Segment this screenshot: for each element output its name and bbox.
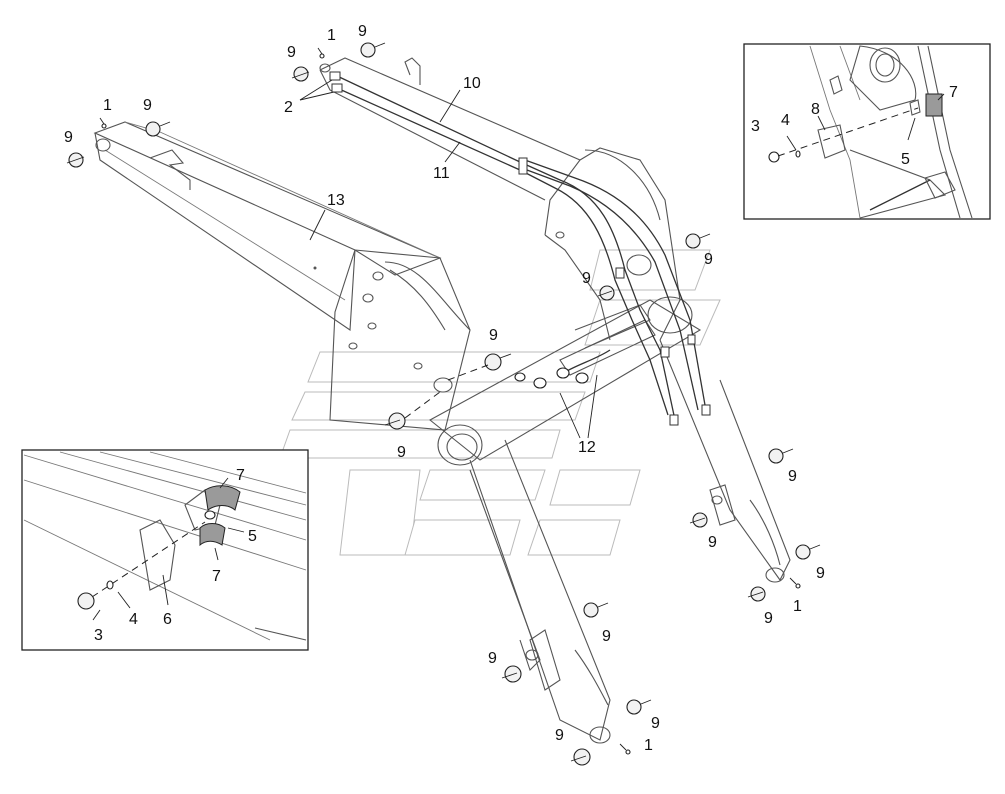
inset-ur-callout-7: 7 xyxy=(949,84,958,101)
callout-9-right-c: 9 xyxy=(708,534,717,551)
main-callouts: 1 9 9 2 10 11 1 9 9 13 9 9 9 9 12 9 9 9 … xyxy=(64,23,825,754)
pins-1 xyxy=(99,47,801,755)
callout-9-center-a: 9 xyxy=(582,270,591,287)
inset-ur-callout-8: 8 xyxy=(811,101,820,118)
callout-12: 12 xyxy=(578,439,596,456)
inset-ll-callout-7-bottom: 7 xyxy=(212,568,221,585)
inset-ur-callout-3: 3 xyxy=(751,118,760,135)
inset-detail-upper-right: 3 4 8 7 5 xyxy=(743,43,991,220)
callout-9-right-a: 9 xyxy=(704,251,713,268)
bushing-9-c xyxy=(66,152,85,168)
callout-9-bottom-d: 9 xyxy=(555,727,564,744)
right-boom-arm xyxy=(319,57,681,341)
inset-ll-callout-7-top: 7 xyxy=(236,467,245,484)
inset-ll-callout-3: 3 xyxy=(94,627,103,644)
callout-11: 11 xyxy=(433,165,450,182)
hydraulic-hoses xyxy=(329,71,711,426)
callout-9-bottom-c: 9 xyxy=(651,715,660,732)
callout-10: 10 xyxy=(463,75,481,92)
callout-9-right-b: 9 xyxy=(788,468,797,485)
fittings-12 xyxy=(514,349,611,389)
callout-2: 2 xyxy=(284,99,293,116)
inset-ll-callout-5: 5 xyxy=(248,528,257,545)
pin-axes xyxy=(404,364,489,419)
inset-detail-lower-left: 7 5 7 3 4 6 xyxy=(21,449,309,651)
bushing-9-d xyxy=(145,121,171,137)
bushing-9-a xyxy=(291,66,310,82)
callout-1-bottom: 1 xyxy=(644,737,653,754)
callout-1-right: 1 xyxy=(793,598,802,615)
bushing-9-e xyxy=(597,285,615,301)
callout-9-right-d: 9 xyxy=(816,565,825,582)
bushing-9-o xyxy=(626,699,652,715)
bushing-9-m xyxy=(583,602,609,618)
callout-9-top-left: 9 xyxy=(287,44,296,61)
left-boom-arm xyxy=(93,121,471,431)
bushing-9-n xyxy=(501,665,522,683)
bushing-9-g xyxy=(484,353,512,371)
inset-ur-callout-4: 4 xyxy=(781,112,790,129)
inset-ur-callout-5: 5 xyxy=(901,151,910,168)
callout-9-left-b: 9 xyxy=(64,129,73,146)
inset-ll-callout-6: 6 xyxy=(163,611,172,628)
bushing-9-i xyxy=(768,448,794,464)
lower-legs xyxy=(469,339,791,744)
callout-13: 13 xyxy=(327,192,345,209)
bushing-9-f xyxy=(685,233,711,249)
bushing-9-h xyxy=(384,412,406,430)
leader-lines xyxy=(299,79,598,439)
callout-9-top: 9 xyxy=(358,23,367,40)
bushing-9-l xyxy=(747,586,766,602)
watermark-logo xyxy=(279,249,721,556)
callout-1-left: 1 xyxy=(103,97,112,114)
bushing-9-j xyxy=(689,512,708,528)
callout-9-center-c: 9 xyxy=(397,444,406,461)
callout-9-bottom-a: 9 xyxy=(602,628,611,645)
callout-9-bottom-b: 9 xyxy=(488,650,497,667)
bushing-9-k xyxy=(795,544,821,560)
callout-9-right-e: 9 xyxy=(764,610,773,627)
bushing-9-b xyxy=(360,42,386,58)
inset-ll-callout-4: 4 xyxy=(129,611,138,628)
callout-1-top: 1 xyxy=(327,27,336,44)
callout-9-left-a: 9 xyxy=(143,97,152,114)
bushing-9-p xyxy=(570,748,591,766)
callout-9-center-b: 9 xyxy=(489,327,498,344)
